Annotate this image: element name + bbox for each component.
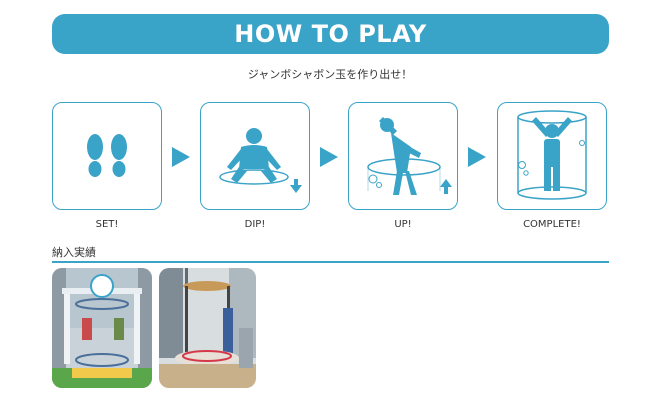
- arrow-right-icon: [320, 147, 338, 167]
- subtitle: ジャンボシャボン玉を作り出せ！: [247, 68, 413, 81]
- installation-photo-1: [52, 268, 152, 388]
- step-set-card: [52, 102, 162, 210]
- person-lift-up-icon: [367, 117, 452, 195]
- step-complete-label: COMPLETE!: [523, 219, 581, 230]
- section-divider: [52, 261, 609, 263]
- step-dip-label: DIP!: [244, 219, 266, 230]
- arrow-right-icon: [468, 147, 486, 167]
- footprints-icon: [87, 134, 127, 177]
- step-set-label: SET!: [95, 219, 119, 230]
- person-bubble-complete-icon: [517, 110, 587, 200]
- section-heading: 納入実績: [52, 246, 96, 259]
- step-up-label: UP!: [394, 219, 412, 230]
- header-banner: HOW TO PLAY: [52, 14, 609, 54]
- installation-photo-2: [159, 268, 256, 388]
- page-title: HOW TO PLAY: [234, 20, 427, 48]
- step-dip-card: [200, 102, 310, 210]
- person-squat-down-icon: [219, 128, 302, 193]
- step-up-card: [348, 102, 458, 210]
- arrow-right-icon: [172, 147, 190, 167]
- step-complete-card: [497, 102, 607, 210]
